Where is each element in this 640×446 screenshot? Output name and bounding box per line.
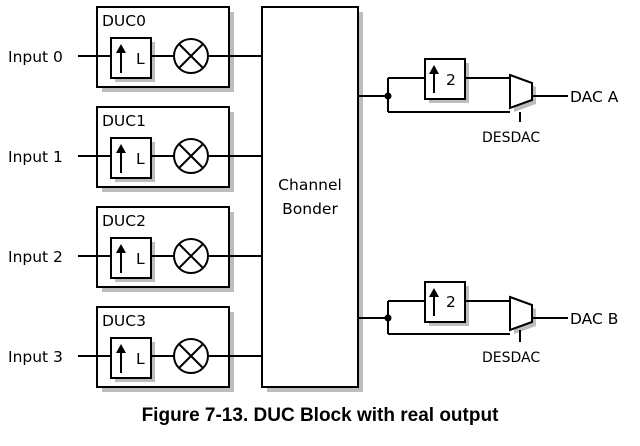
input-label: Input 0 [8,48,63,66]
upsampler-box [110,337,152,379]
desdac-mux-icon [509,295,533,332]
duc-block-title: DUC2 [102,212,146,230]
desdac-mux-icon [509,73,533,110]
upsample-factor: 2 [446,293,456,311]
desdac-label: DESDAC [482,350,540,366]
up-arrow-icon [116,344,126,353]
figure-caption: Figure 7-13. DUC Block with real output [141,405,499,426]
upsampler-box [110,237,152,279]
duc-block-3: DUC3 L Input 3 [8,306,262,392]
upsampler-2x-box [424,58,466,100]
input-label: Input 3 [8,348,63,366]
input-label: Input 1 [8,148,63,166]
duc-block-title: DUC1 [102,112,146,130]
duc-block-2: DUC2 L Input 2 [8,206,262,292]
up-arrow-icon [116,244,126,253]
duc-block-title: DUC3 [102,312,146,330]
upsampler-box [110,137,152,179]
upsample-factor: L [136,50,145,68]
upsampler-box [110,37,152,79]
up-arrow-icon [429,288,439,297]
dac-output-label: DAC A [570,88,619,106]
up-arrow-icon [429,65,439,74]
channel-bonder-label-line1: Channel [278,176,342,194]
desdac-label: DESDAC [482,130,540,146]
up-arrow-icon [116,44,126,53]
channel-bonder-label-line2: Bonder [282,200,338,218]
up-arrow-icon [116,144,126,153]
upsample-factor: L [136,150,145,168]
upsampler-2x-box [424,281,466,323]
dac-path-a: 2 DAC A DESDAC [358,58,619,146]
upsample-factor: L [136,250,145,268]
upsample-factor: L [136,350,145,368]
channel-bonder: Channel Bonder [261,6,363,392]
duc-block-0: DUC0 L Input 0 [8,6,262,92]
upsample-factor: 2 [446,71,456,89]
duc-block-title: DUC0 [102,12,146,30]
input-label: Input 2 [8,248,63,266]
dac-path-b: 2 DAC B DESDAC [358,281,618,366]
dac-output-label: DAC B [570,310,618,328]
duc-block-1: DUC1 L Input 1 [8,106,262,192]
